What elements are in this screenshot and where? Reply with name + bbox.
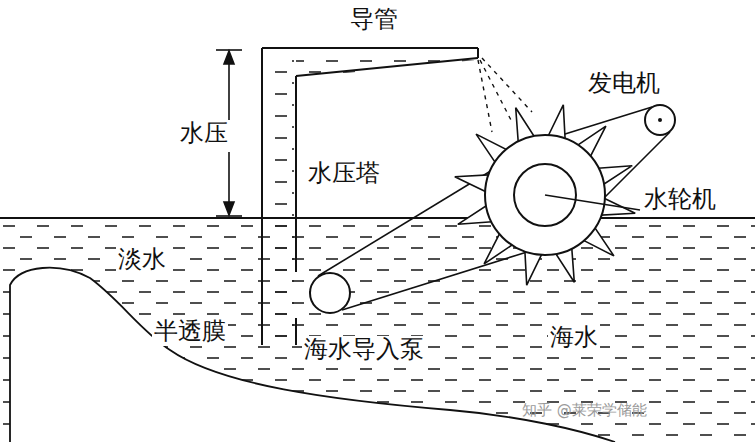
part-label: 半透膜 [152,318,228,346]
part-label: 海水导入泵 [302,336,426,364]
water-surface [0,217,755,219]
belts [318,107,670,310]
watermark: 知乎 @莱荣学储能 [520,402,649,419]
part-label: 发电机 [586,70,662,98]
tower-dashes [270,52,294,342]
water-dashes [0,224,755,442]
generator [645,105,675,135]
part-label: 海水 [548,324,600,352]
part-label: 水压塔 [306,160,382,188]
part-label: 导管 [348,6,400,34]
part-label: 淡水 [116,246,168,274]
pump [310,273,350,313]
generator-axle [658,118,662,122]
part-label: 水轮机 [642,186,718,214]
leader-turbine [545,195,640,210]
part-label: 水压 [178,120,230,148]
